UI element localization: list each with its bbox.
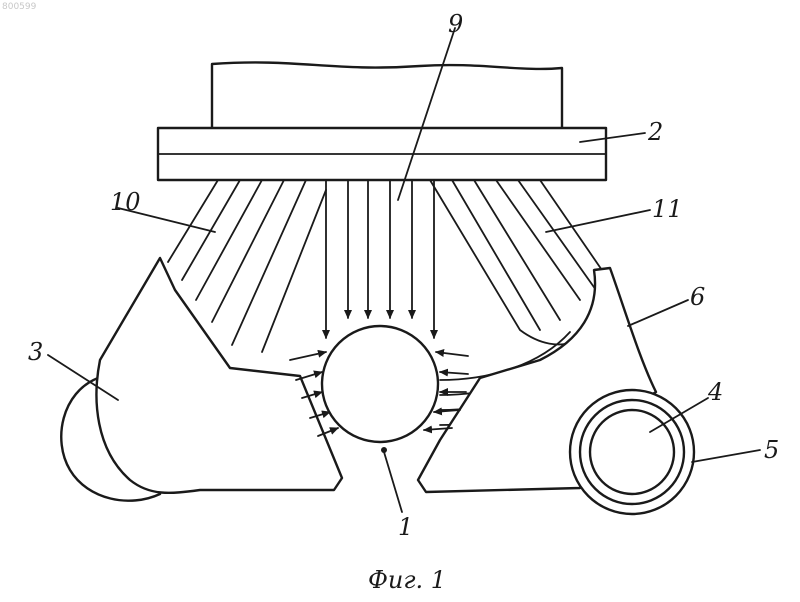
label-6: 6 xyxy=(690,283,705,311)
figure-caption: Фиг. 1 xyxy=(368,566,446,594)
field-arrow xyxy=(436,352,468,356)
field-arrow xyxy=(290,352,326,360)
field-arrow xyxy=(434,410,460,412)
label-5: 5 xyxy=(764,436,779,464)
label-3: 3 xyxy=(28,338,43,366)
sphere-part-1 xyxy=(322,326,438,453)
label-11: 11 xyxy=(652,195,683,223)
label-2: 2 xyxy=(647,118,663,146)
label-4: 4 xyxy=(707,378,723,406)
label-1: 1 xyxy=(398,513,413,541)
reference-number: 800599 xyxy=(2,2,37,12)
roller-part-4-5 xyxy=(570,390,694,514)
label-9: 9 xyxy=(448,10,463,38)
field-arrow xyxy=(440,372,468,374)
label-10: 10 xyxy=(110,188,141,216)
top-block xyxy=(212,62,562,128)
plate-part-2 xyxy=(158,128,606,180)
vertical-field-lines xyxy=(326,180,434,338)
